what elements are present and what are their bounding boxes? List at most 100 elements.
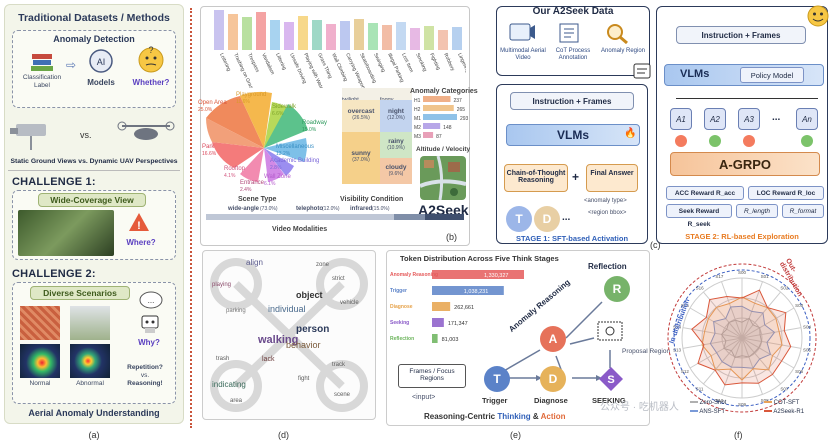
scene-sidewalk-pct: 6.6%	[272, 111, 284, 117]
radar-axis-label: S08	[761, 398, 770, 403]
radar-axis-label: S14	[673, 325, 682, 330]
category-bar	[340, 21, 350, 50]
radar-axis-label: S01	[761, 274, 770, 279]
category-bar	[396, 22, 406, 50]
svg-text:!: !	[137, 220, 141, 232]
svg-text:?: ?	[148, 45, 153, 55]
scene-roadway: Roadway	[302, 120, 328, 126]
category-name: M3	[414, 134, 421, 140]
token-stage-label: Seeking	[390, 320, 409, 326]
scene-miscellaneous-pct: 13.2%	[276, 151, 291, 157]
panel-e-footer: Reasoning-Centric Thinking & Action	[424, 412, 566, 421]
whether-text: Whether?	[132, 78, 170, 87]
visibility-treemap: twilight foggy overcast(26.5%) night(12.…	[342, 88, 412, 190]
word-9: parking	[226, 308, 246, 314]
radar-series-polygon	[720, 317, 763, 359]
category-value-label: 265	[457, 107, 466, 113]
token-bar	[432, 270, 524, 279]
anomaly-type-tag: <anomaly type>	[584, 198, 627, 204]
visibility-sunny: sunny(37.0%)	[342, 132, 380, 184]
stage1-vlms: VLMs	[506, 124, 640, 146]
video-icon	[508, 22, 536, 44]
radar-spoke	[682, 337, 743, 349]
radar-spoke	[741, 337, 795, 369]
radar-axis-label: S05	[803, 347, 812, 352]
radar-axis-label: S09	[738, 402, 747, 407]
radar-axis-label: S07	[780, 387, 789, 392]
category-name: M1	[414, 116, 421, 122]
word-8: indicating	[212, 380, 246, 389]
static-vs-dynamic-text: Static Ground Views vs. Dynamic UAV Pers…	[10, 158, 178, 165]
stage2-instruction: Instruction + Frames	[676, 26, 806, 44]
input-tag: <input>	[412, 394, 436, 401]
radar-axis-label: S04	[803, 325, 812, 330]
stage2-vlms: VLMs	[680, 68, 710, 80]
emoji-row	[674, 134, 824, 148]
models-text: Models	[87, 78, 115, 87]
separator-line	[190, 8, 192, 428]
node-s: S	[598, 366, 624, 392]
category-value-label: 237	[454, 98, 463, 104]
diverse-scenarios-label: Diverse Scenarios	[30, 286, 130, 300]
modality-infrared: infrared	[350, 206, 373, 212]
watermark: 公众号 · 吃机器人	[600, 402, 679, 413]
token-bar-value: 262,661	[454, 305, 474, 311]
category-name: H2	[414, 107, 421, 113]
legend-ans-sft: ANS-SFT	[690, 409, 725, 415]
category-value-bar	[423, 123, 441, 129]
category-bar-label: Vandalism	[260, 52, 275, 75]
trigger-label: Trigger	[482, 396, 508, 405]
seeking-label: SEEKING	[592, 396, 626, 405]
stage2-title: STAGE 2: RL-based Exploration	[685, 232, 799, 241]
radar-axis-label: S02	[780, 285, 789, 290]
word-4: individual	[268, 304, 306, 314]
category-bar-label: Swinging	[372, 52, 386, 73]
response-a2: A2	[704, 108, 726, 130]
svg-text:AI: AI	[97, 57, 106, 67]
scene-sidewalk: Sidewalk	[272, 104, 297, 110]
radar-spoke	[741, 327, 802, 339]
radar-spoke	[741, 337, 781, 385]
legend-cot-sft: COT-SFT	[764, 400, 799, 406]
category-bar-label: Lost Item	[400, 52, 414, 73]
vs-text: vs.	[140, 372, 150, 379]
scene-academic: Academic Building	[270, 158, 320, 164]
category-value-bar	[423, 96, 451, 102]
category-bar	[368, 23, 378, 50]
document-icon	[632, 62, 652, 80]
scene-playground-pct: 11.6%	[236, 99, 250, 105]
svg-text:S: S	[607, 374, 614, 386]
scene-rooftop: Rooftop	[224, 166, 246, 172]
proposal-region-icon	[596, 320, 624, 342]
token-stage-label: Diagnose	[390, 304, 413, 310]
word-11: track	[332, 362, 346, 368]
radar-spoke	[741, 281, 763, 339]
token-bar	[432, 302, 451, 311]
token-bar	[432, 318, 444, 327]
scene-roadway-pct: 15.0%	[302, 127, 317, 133]
token-title: Token Distribution Across Five Think Sta…	[400, 254, 559, 263]
token-bar	[432, 286, 504, 295]
visibility-cloudy: cloudy(9.6%)	[380, 158, 412, 184]
word-13: scene	[334, 392, 351, 398]
normal-label: Normal	[29, 380, 51, 387]
radar-series-polygon	[709, 305, 776, 369]
format-reward: R_format	[782, 204, 824, 218]
category-bar	[354, 19, 364, 50]
radar-axis-label: S15	[681, 303, 690, 308]
wide-view-image	[18, 210, 114, 256]
classification-text: Classification	[22, 74, 62, 81]
video-modalities-title: Video Modalities	[272, 226, 328, 233]
a2seek-data-title: Our A2Seek Data	[532, 6, 614, 17]
word-5: walking	[258, 334, 299, 346]
category-bar-label: Fighting	[428, 52, 441, 71]
camera-vs-drone-icon: vs.	[8, 112, 180, 156]
token-bar-value: 81,003	[442, 337, 459, 343]
scenario-image-2	[70, 306, 110, 340]
magnifier-icon	[604, 22, 632, 45]
category-value-bar	[423, 114, 457, 120]
radar-axis-label: S13	[673, 347, 682, 352]
panel-a-footer: Aerial Anomaly Understanding	[28, 408, 160, 418]
category-bar	[214, 10, 224, 50]
radar-axis-label: S11	[696, 387, 704, 392]
